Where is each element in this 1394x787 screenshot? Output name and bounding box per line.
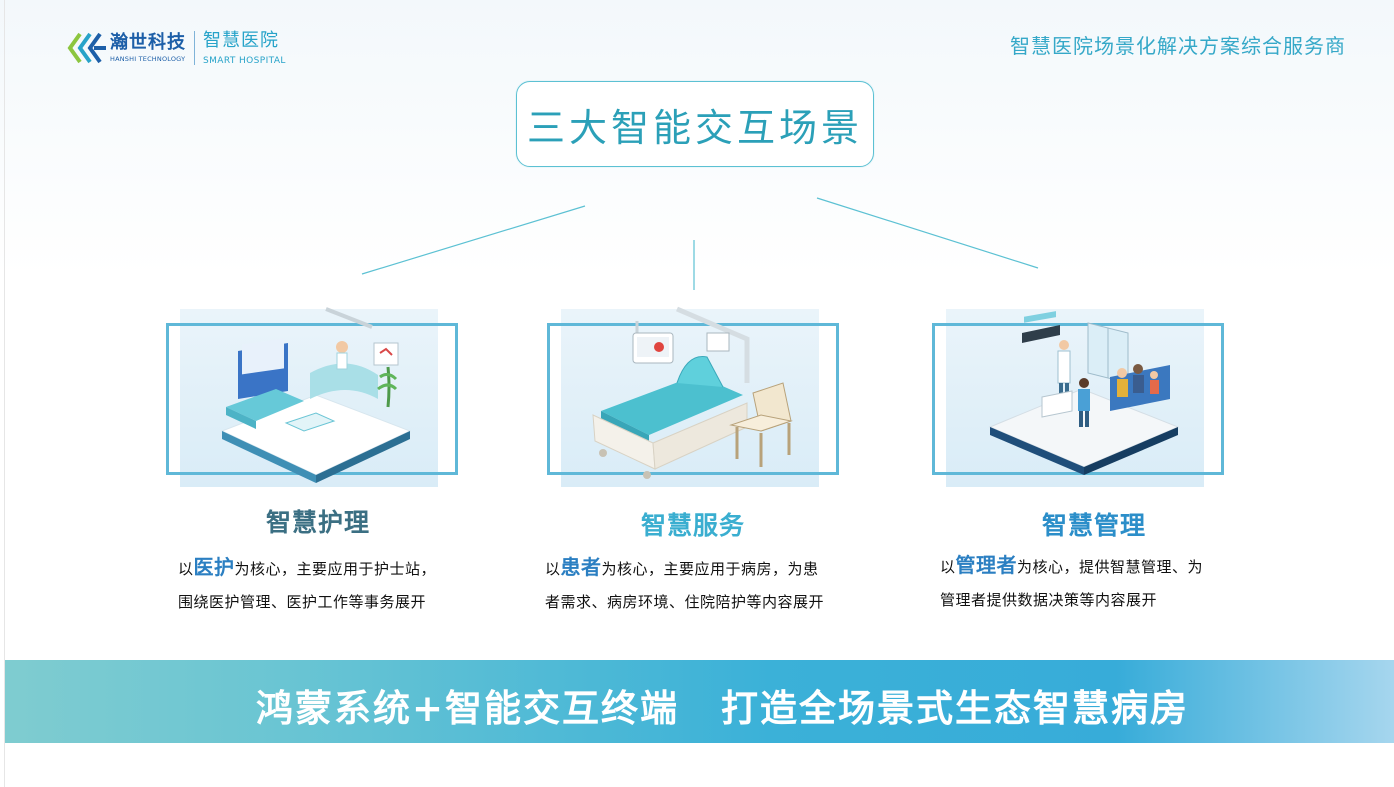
brand-name-cn: 瀚世科技 bbox=[110, 32, 186, 53]
frame-edge bbox=[4, 0, 5, 787]
scene-description-nursing: 以医护为核心，主要应用于护士站， 围绕医护管理、医护工作等事务展开 bbox=[178, 551, 436, 619]
scene-card-nursing bbox=[166, 307, 458, 503]
scene-title-text: 智慧服务 bbox=[640, 511, 745, 540]
description-line-1-rest: 为核心，提供智慧管理、为 bbox=[1017, 558, 1204, 576]
scene-description-service: 以患者为核心，主要应用于病房，为患 者需求、病房环境、住院陪护等内容展开 bbox=[545, 551, 824, 619]
description-line-1-rest: 为核心，主要应用于病房，为患 bbox=[601, 560, 819, 578]
description-line-1: 以管理者为核心，提供智慧管理、为 bbox=[940, 549, 1203, 584]
description-line-2: 围绕医护管理、医护工作等事务展开 bbox=[178, 593, 427, 611]
scene-title-text: 智慧管理 bbox=[1041, 511, 1146, 540]
scene-title-text: 智慧护理 bbox=[265, 508, 370, 537]
logo-divider bbox=[194, 31, 195, 65]
product-name-cn: 智慧医院 bbox=[203, 29, 279, 51]
hospital-bed-illustration bbox=[592, 306, 793, 479]
banner-part-1: 鸿蒙系统+智能交互终端 bbox=[256, 687, 680, 730]
description-line-2: 管理者提供数据决策等内容展开 bbox=[940, 591, 1158, 609]
hanshi-logo-icon bbox=[67, 32, 106, 64]
bottom-banner bbox=[5, 660, 1394, 743]
description-line-1: 以医护为核心，主要应用于护士站， bbox=[178, 551, 436, 586]
brand-text: 瀚世科技 HANSHI TECHNOLOGY bbox=[110, 32, 186, 64]
product-text: 智慧医院 SMART HOSPITAL bbox=[203, 29, 286, 66]
banner-text: 鸿蒙系统+智能交互终端打造全场景式生态智慧病房 bbox=[256, 678, 1189, 732]
scene-card-service bbox=[547, 306, 839, 503]
main-title: 三大智能交互场景 bbox=[526, 105, 863, 150]
description-line-1-rest: 为核心，主要应用于护士站， bbox=[234, 560, 437, 578]
description-line-1: 以患者为核心，主要应用于病房，为患 bbox=[545, 551, 824, 586]
product-name-en: SMART HOSPITAL bbox=[203, 55, 286, 66]
description-lead: 以 bbox=[940, 558, 956, 576]
description-line-2: 者需求、病房环境、住院陪护等内容展开 bbox=[545, 593, 825, 611]
header-tagline: 智慧医院场景化解决方案综合服务商 bbox=[1010, 34, 1346, 58]
main-title-box: 三大智能交互场景 bbox=[516, 81, 874, 167]
scene-description-management: 以管理者为核心，提供智慧管理、为 管理者提供数据决策等内容展开 bbox=[940, 549, 1203, 617]
scene-title-service: 智慧服务 bbox=[543, 506, 843, 542]
scene-title-nursing: 智慧护理 bbox=[168, 503, 468, 539]
nurse-station-illustration bbox=[220, 307, 412, 483]
banner-part-2: 打造全场景式生态智慧病房 bbox=[721, 687, 1190, 730]
scene-card-management bbox=[932, 309, 1224, 503]
description-emphasis: 医护 bbox=[193, 555, 235, 579]
brand-name-en: HANSHI TECHNOLOGY bbox=[110, 55, 186, 63]
card-border bbox=[932, 323, 1224, 475]
description-lead: 以 bbox=[545, 560, 561, 578]
description-emphasis: 患者 bbox=[560, 555, 602, 579]
brand-logo: 瀚世科技 HANSHI TECHNOLOGY 智慧医院 SMART HOSPIT… bbox=[66, 26, 286, 70]
description-emphasis: 管理者 bbox=[955, 553, 1018, 577]
scene-title-management: 智慧管理 bbox=[944, 506, 1244, 542]
description-lead: 以 bbox=[178, 560, 194, 578]
card-border bbox=[547, 323, 839, 475]
connector-right bbox=[816, 197, 1039, 269]
connector-left bbox=[361, 205, 586, 275]
waiting-area-illustration bbox=[988, 311, 1180, 475]
